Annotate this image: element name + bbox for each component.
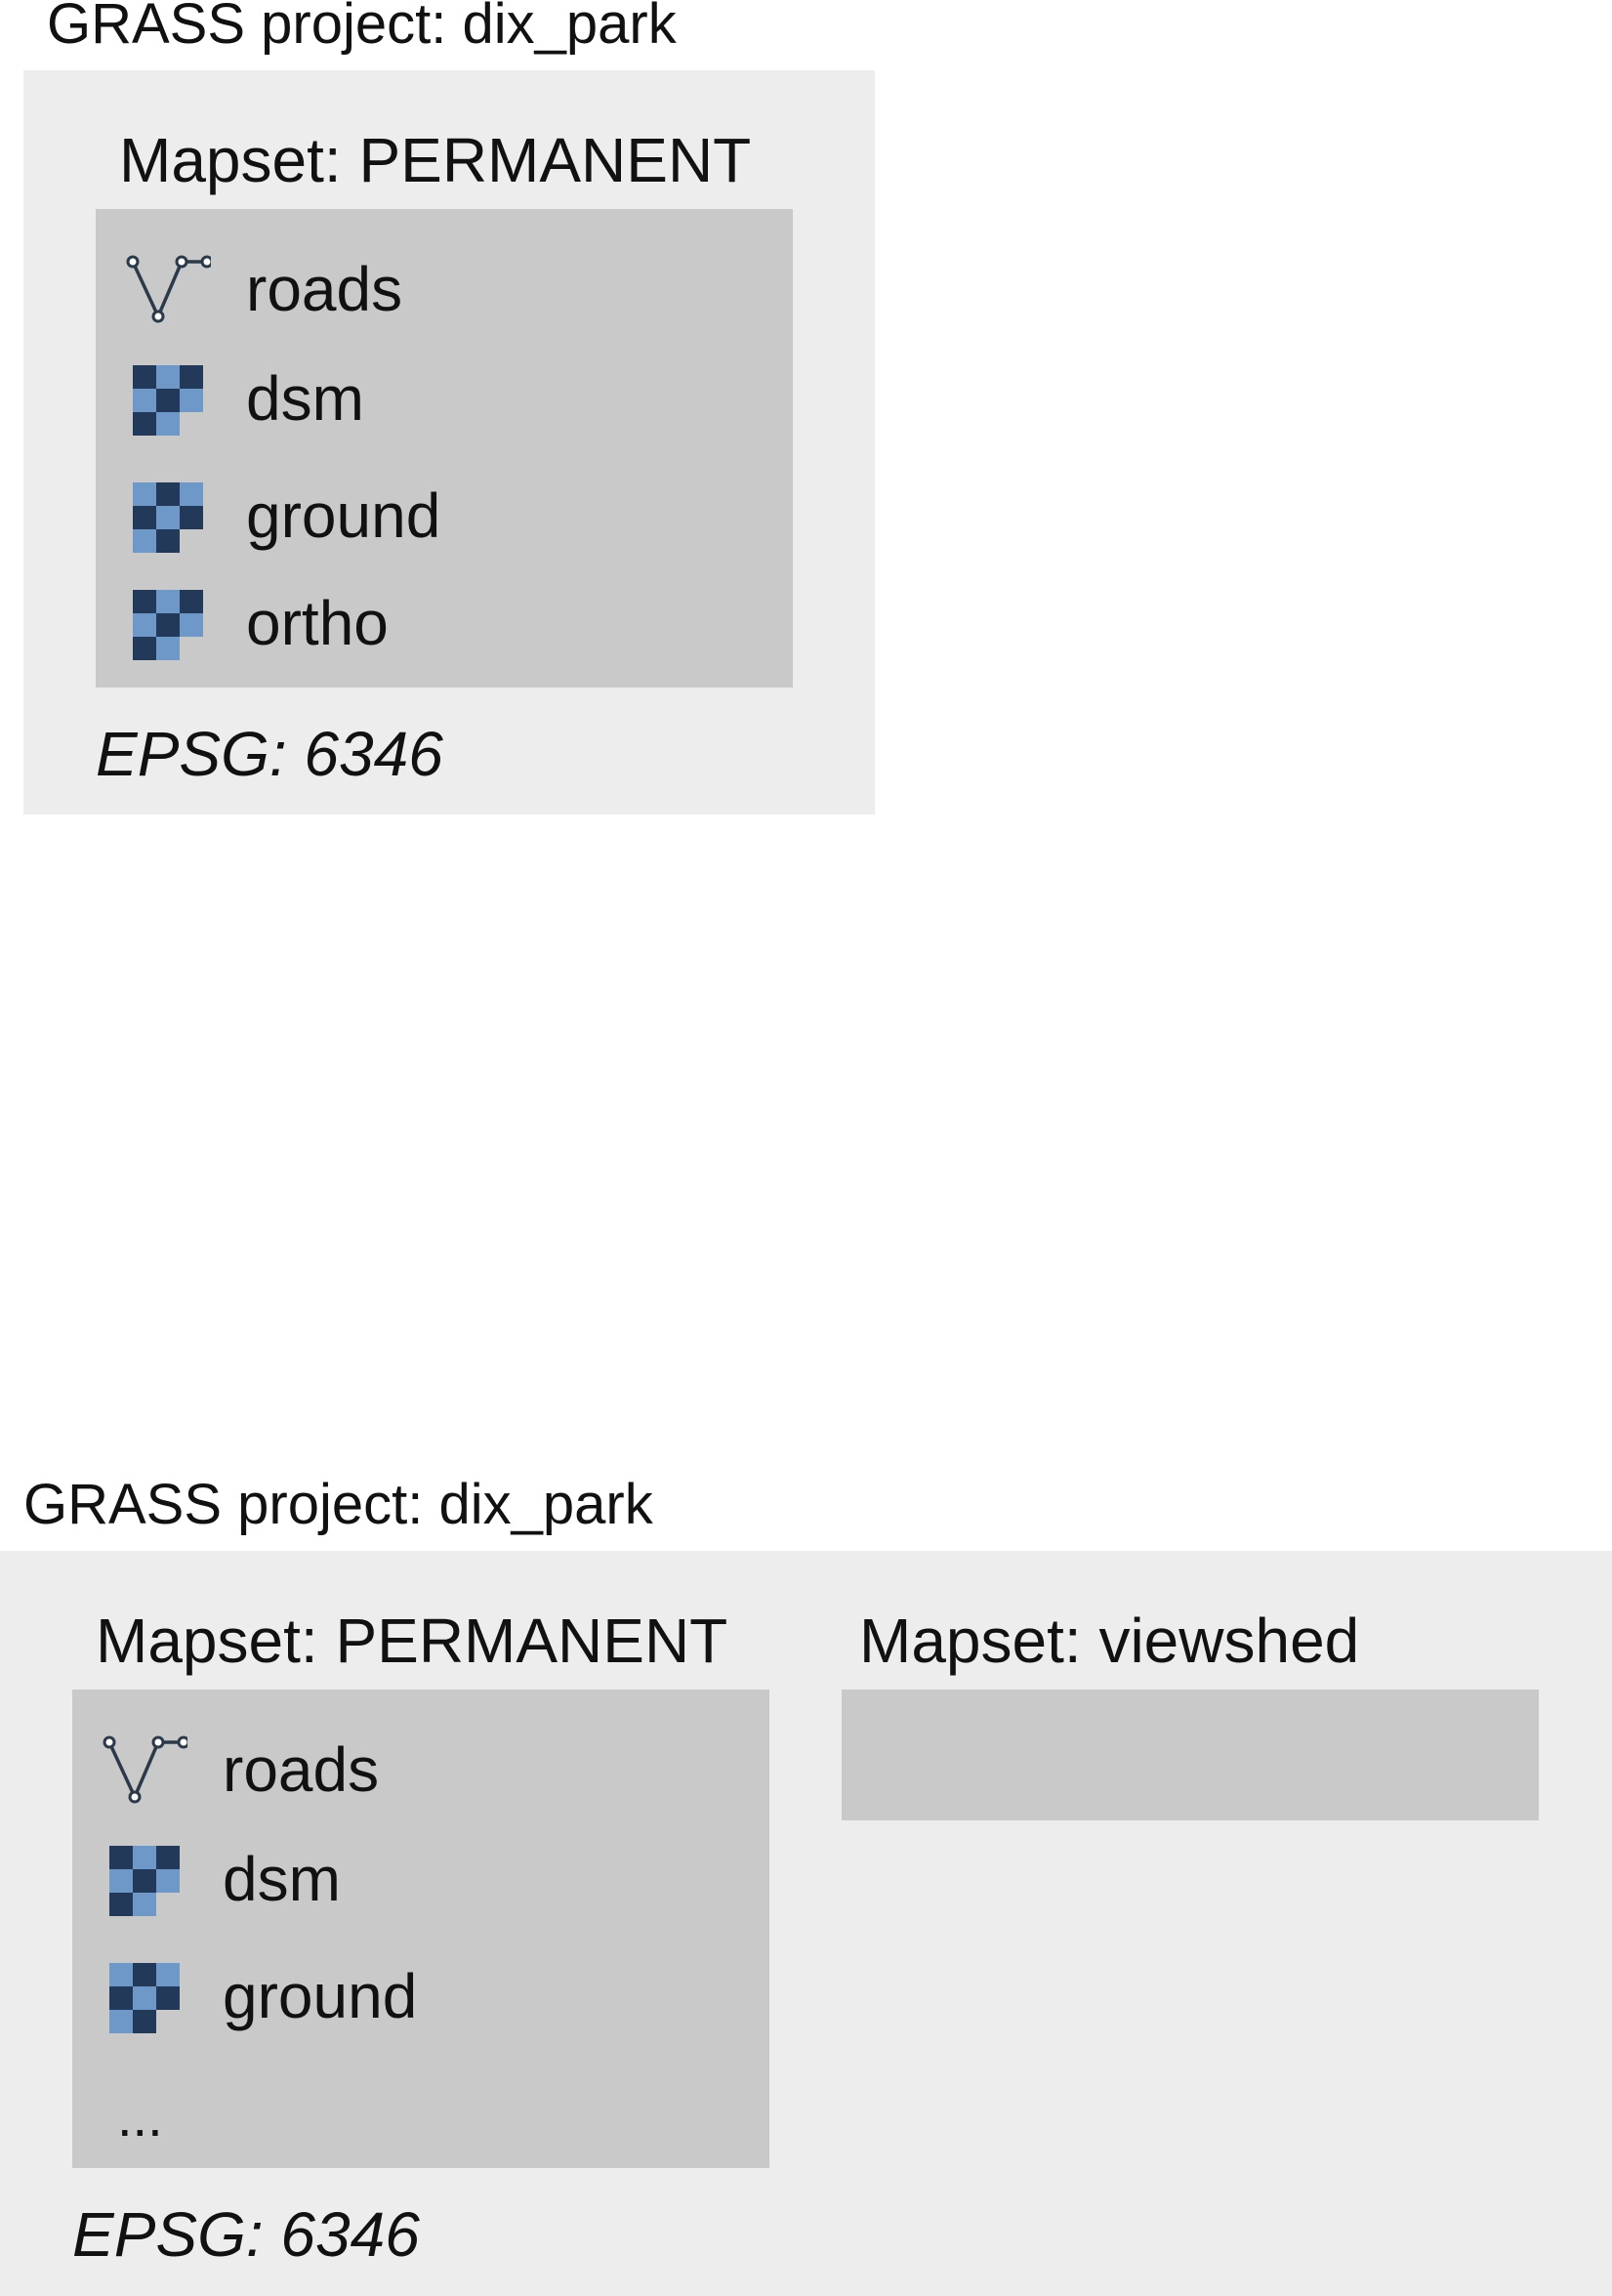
- layer-label: dsm: [223, 1844, 341, 1914]
- vector-icon: [102, 1731, 187, 1809]
- layer-label: roads: [223, 1734, 380, 1805]
- layer-item[interactable]: ground: [125, 477, 440, 555]
- layer-item[interactable]: ground: [102, 1957, 417, 2035]
- mapset-box: [96, 209, 793, 688]
- layer-label: ground: [246, 480, 441, 551]
- mapset-title: Mapset: PERMANENT: [96, 1606, 728, 1676]
- project-title: GRASS project: dix_park: [47, 0, 677, 56]
- layer-label: roads: [246, 254, 403, 324]
- mapset-title: Mapset: PERMANENT: [119, 125, 752, 195]
- layer-label: ground: [223, 1961, 418, 2031]
- epsg-label: EPSG: 6346: [72, 2199, 420, 2270]
- epsg-label: EPSG: 6346: [96, 719, 443, 789]
- layer-item[interactable]: roads: [102, 1731, 379, 1809]
- raster-icon: [125, 584, 211, 662]
- project-title: GRASS project: dix_park: [23, 1473, 653, 1536]
- layer-item[interactable]: roads: [125, 250, 402, 328]
- raster-icon: [125, 477, 211, 555]
- raster-icon: [102, 1957, 187, 2035]
- layer-item[interactable]: ortho: [125, 584, 389, 662]
- vector-icon: [125, 250, 211, 328]
- mapset-box-empty: [842, 1690, 1539, 1820]
- layer-label: dsm: [246, 363, 364, 434]
- raster-icon: [125, 359, 211, 438]
- layer-label: ortho: [246, 588, 389, 658]
- mapset-title: Mapset: viewshed: [859, 1606, 1360, 1676]
- raster-icon: [102, 1840, 187, 1918]
- mapset-box: [72, 1690, 769, 2168]
- layer-item[interactable]: dsm: [125, 359, 364, 438]
- layer-item[interactable]: dsm: [102, 1840, 341, 1918]
- more-items-ellipsis: ...: [117, 2086, 163, 2148]
